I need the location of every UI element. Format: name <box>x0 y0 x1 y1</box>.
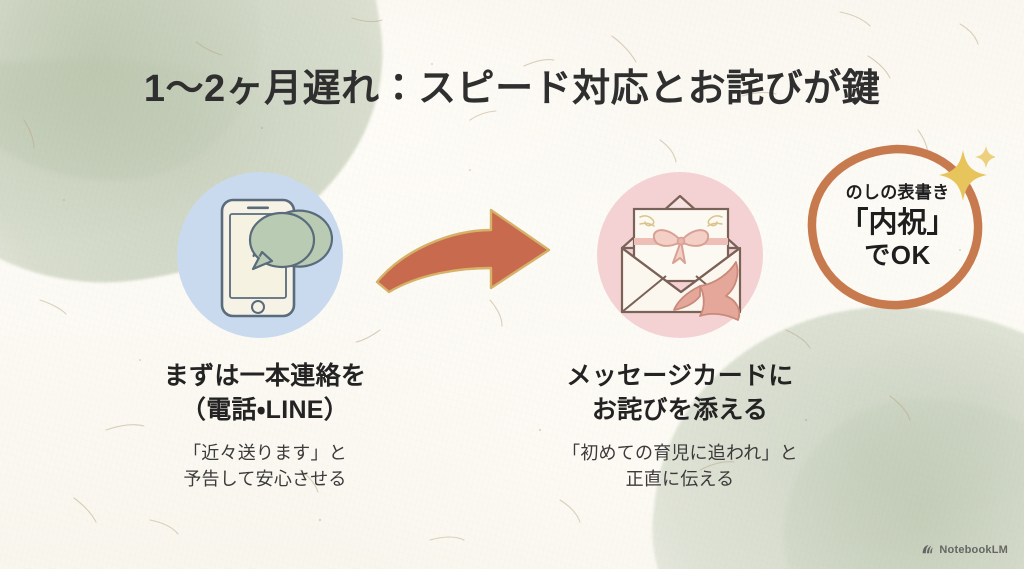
step-1-icon-circle <box>177 172 343 338</box>
curved-right-arrow-icon[interactable] <box>373 196 573 306</box>
step-2-heading: メッセージカードに お詫びを添える <box>505 360 855 427</box>
step-2-subtext-line-1: 「初めての育児に追われ」と <box>562 443 798 463</box>
noshi-badge: のしの表書き 「内祝」 でOK <box>800 140 995 315</box>
watermark: NotebookLM <box>921 543 1008 556</box>
step-1-heading-line-2: （電話・LINE） <box>180 395 350 424</box>
step-2-heading-line-2: お詫びを添える <box>591 395 769 424</box>
step-1-heading-line-1: まずは一本連絡を <box>163 362 367 390</box>
step-1-caption: まずは一本連絡を （電話・LINE） 「近々送ります」と 予告して安心させる <box>90 360 440 493</box>
badge-line-3: でOK <box>864 240 931 270</box>
watermark-label: NotebookLM <box>939 543 1008 556</box>
step-1-subtext-line-1: 「近々送ります」と <box>183 443 347 463</box>
step-2-subtext: 「初めての育児に追われ」と 正直に伝える <box>505 440 855 493</box>
step-1-heading: まずは一本連絡を （電話・LINE） <box>90 360 440 427</box>
step-2-subtext-line-2: 正直に伝える <box>625 469 735 490</box>
step-2-icon-circle <box>597 172 763 338</box>
step-1-subtext-line-2: 予告して安心させる <box>183 469 347 490</box>
step-2-heading-line-1: メッセージカードに <box>566 362 794 390</box>
notebooklm-logo-icon <box>923 545 934 554</box>
badge-line-1: のしの表書き <box>845 183 950 203</box>
badge-ring-icon <box>807 144 995 310</box>
slide-title: 1〜2ヶ月遅れ：スピード対応とお詫びが鍵 <box>143 68 881 110</box>
sparkle-icon <box>939 146 995 201</box>
step-1-subtext: 「近々送ります」と 予告して安心させる <box>90 440 440 493</box>
step-2-caption: メッセージカードに お詫びを添える 「初めての育児に追われ」と 正直に伝える <box>505 360 855 493</box>
badge-line-2: 「内祝」 <box>839 206 956 239</box>
badge-text-block: のしの表書き 「内祝」 でOK <box>800 140 995 315</box>
